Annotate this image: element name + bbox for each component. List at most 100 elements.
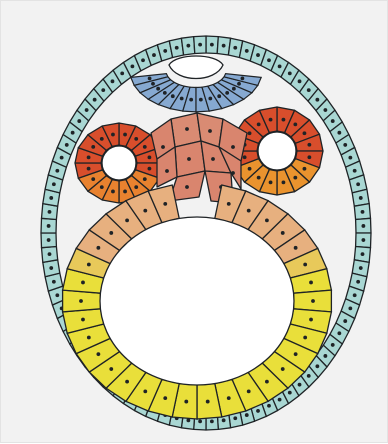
cell-nucleus [48, 252, 52, 256]
cell-nucleus [337, 331, 341, 335]
cell-nucleus [47, 238, 51, 242]
cell-nucleus [307, 155, 311, 159]
cell-nucleus [241, 76, 245, 80]
cell-nucleus [361, 238, 365, 242]
cell-nucleus [265, 380, 269, 384]
cell-nucleus [47, 224, 51, 228]
cell-nucleus [237, 82, 241, 86]
cell-nucleus [361, 252, 365, 256]
cell-nucleus [348, 306, 352, 310]
cell-nucleus [77, 119, 81, 123]
cell-nucleus [81, 318, 85, 322]
cell-nucleus [293, 122, 297, 126]
cell-nucleus [131, 64, 135, 68]
cell-nucleus [294, 246, 298, 250]
cell-nucleus [87, 155, 91, 159]
cell-nucleus [233, 46, 237, 50]
cell-nucleus [315, 364, 319, 368]
cell-nucleus [185, 185, 189, 189]
cell-nucleus [288, 71, 292, 75]
cell-nucleus [143, 145, 147, 149]
cell-nucleus [87, 336, 91, 340]
cell-nucleus [87, 167, 91, 171]
cell-nucleus [93, 98, 97, 102]
cell-nucleus [245, 49, 249, 53]
cell-nucleus [245, 413, 249, 417]
cell-nucleus [256, 409, 260, 413]
cell-nucleus [143, 177, 147, 181]
cell-nucleus [359, 266, 363, 270]
cell-nucleus [331, 343, 335, 347]
cell-nucleus [175, 46, 179, 50]
cell-nucleus [198, 419, 202, 423]
cell-nucleus [189, 98, 193, 102]
cell-nucleus [288, 391, 292, 395]
cell-nucleus [356, 182, 360, 186]
cell-nucleus [269, 180, 273, 184]
cell-nucleus [125, 219, 129, 223]
cell-nucleus [186, 44, 190, 48]
cell-nucleus [278, 398, 282, 402]
cell-nucleus [247, 390, 251, 394]
cell-nucleus [152, 53, 156, 57]
cell-nucleus [49, 196, 53, 200]
cell-nucleus [210, 43, 214, 47]
cell-nucleus [281, 367, 285, 371]
cell-nucleus [265, 219, 269, 223]
cell-nucleus [303, 167, 307, 171]
cell-nucleus [125, 380, 129, 384]
cell-nucleus [87, 263, 91, 267]
cell-nucleus [309, 281, 313, 285]
cell-nucleus [184, 400, 188, 404]
cell-nucleus [100, 137, 104, 141]
cell-nucleus [353, 169, 357, 173]
inner-cell-ring [63, 185, 332, 419]
cell-nucleus [222, 44, 226, 48]
cell-nucleus [227, 396, 231, 400]
cell-nucleus [65, 143, 69, 147]
cell-nucleus [293, 176, 297, 180]
cell-nucleus [315, 98, 319, 102]
cell-nucleus [55, 169, 59, 173]
cell-nucleus [120, 71, 124, 75]
cell-nucleus [257, 122, 261, 126]
cell-nucleus [231, 145, 235, 149]
cell-nucleus [101, 88, 105, 92]
ring-lumen [258, 132, 296, 170]
cell-nucleus [282, 118, 286, 122]
cell-nucleus [52, 182, 56, 186]
cell-nucleus [143, 209, 147, 213]
cell-nucleus [91, 145, 95, 149]
cell-nucleus [81, 281, 85, 285]
cell-nucleus [111, 79, 115, 83]
cell-nucleus [187, 157, 191, 161]
cell-nucleus [248, 167, 252, 171]
cell-nucleus [323, 108, 327, 112]
cell-nucleus [71, 131, 75, 135]
cell-nucleus [161, 145, 165, 149]
cell-nucleus [227, 202, 231, 206]
cell-nucleus [163, 49, 167, 53]
cell-nucleus [307, 374, 311, 378]
cell-nucleus [79, 299, 83, 303]
cell-nucleus [109, 231, 113, 235]
cell-nucleus [165, 169, 169, 173]
ring-lumen [102, 146, 136, 180]
cell-nucleus [232, 87, 236, 91]
cell-nucleus [303, 131, 307, 135]
cell-nucleus [323, 354, 327, 358]
cell-nucleus [217, 94, 221, 98]
cell-nucleus [198, 43, 202, 47]
cell-nucleus [356, 280, 360, 284]
cell-nucleus [180, 97, 184, 101]
cell-nucleus [307, 88, 311, 92]
cell-nucleus [278, 64, 282, 68]
cell-nucleus [100, 185, 104, 189]
cell-nucleus [257, 176, 261, 180]
cell-nucleus [163, 202, 167, 206]
cell-nucleus [49, 266, 53, 270]
cell-nucleus [111, 190, 115, 194]
cell-nucleus [134, 137, 138, 141]
cell-nucleus [211, 157, 215, 161]
